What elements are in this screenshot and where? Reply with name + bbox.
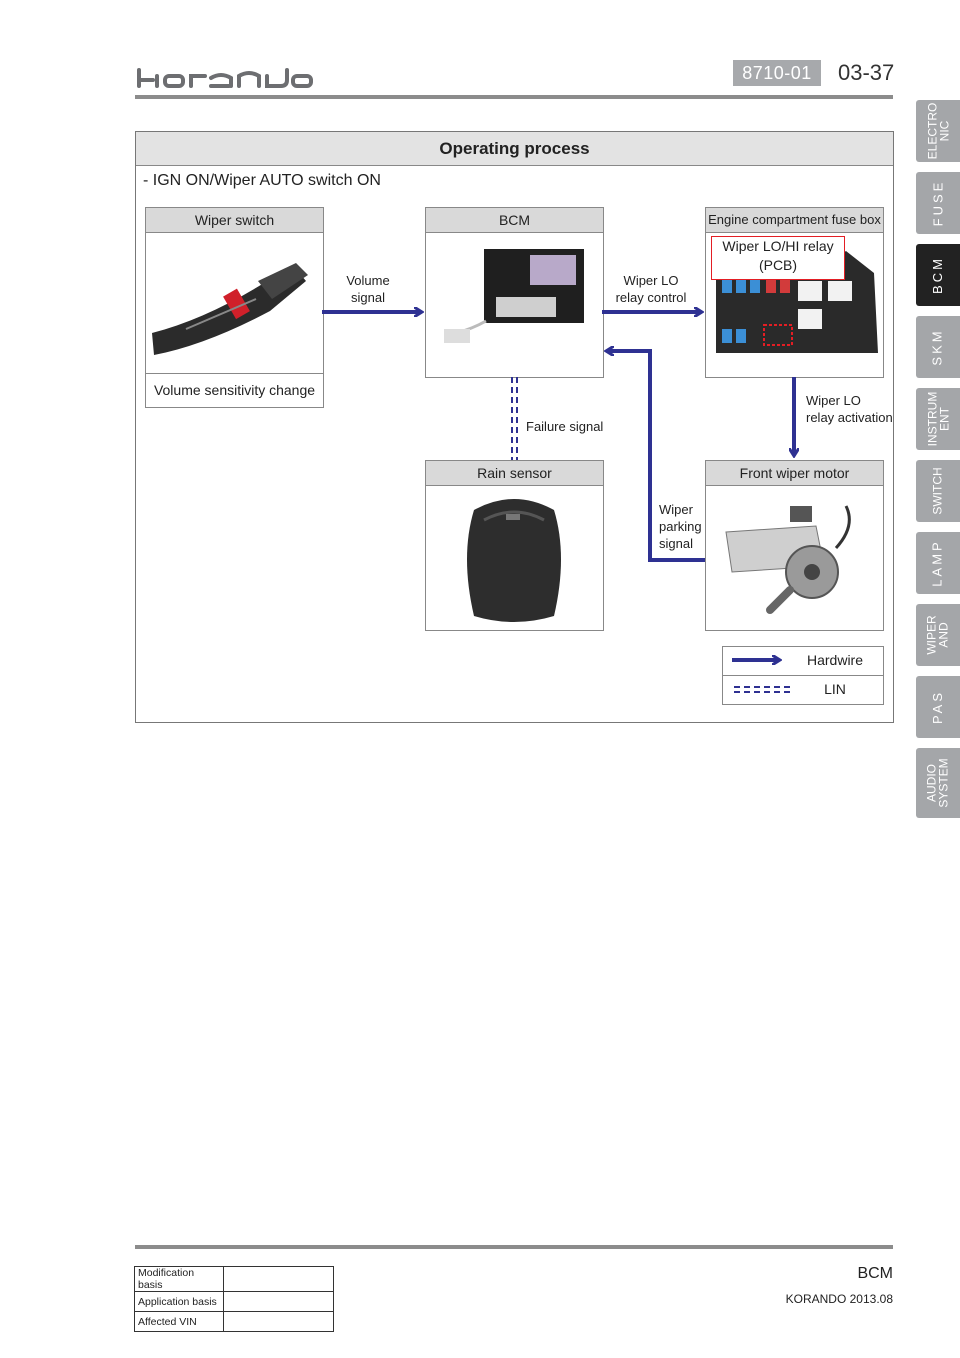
- relay-label-line1: Wiper LO/HI relay: [722, 238, 834, 254]
- tab-electronic[interactable]: ELECTRO NIC: [916, 100, 960, 162]
- relay-label-line2: (PCB): [758, 257, 798, 273]
- modification-table: Modification basis Application basis Aff…: [134, 1266, 334, 1332]
- tab-lamp[interactable]: LAMP: [916, 532, 960, 594]
- header-divider: [135, 95, 893, 99]
- wiper-motor-box: Front wiper motor: [705, 460, 884, 631]
- relay-control-label: Wiper LO relay control: [604, 272, 698, 306]
- wiper-switch-image: [152, 263, 308, 355]
- relay-activation-label: Wiper LO relay activation: [806, 392, 896, 426]
- tab-bcm[interactable]: BCM: [916, 244, 960, 306]
- table-row: Affected VIN: [134, 1311, 334, 1332]
- diagram-subtitle: - IGN ON/Wiper AUTO switch ON: [143, 172, 381, 189]
- application-basis-label: Application basis: [134, 1291, 224, 1312]
- bcm-box: BCM: [425, 207, 604, 378]
- section-code-badge: 8710-01: [733, 60, 821, 86]
- wiper-switch-title: Wiper switch: [146, 208, 323, 233]
- bcm-module-image: [444, 249, 584, 343]
- tab-fuse[interactable]: FUSE: [916, 172, 960, 234]
- footer-model-date: KORANDO 2013.08: [785, 1292, 893, 1306]
- parking-signal-line3: signal: [659, 536, 693, 551]
- parking-signal-wire: [608, 351, 705, 562]
- volume-signal-line1: Volume: [346, 273, 390, 288]
- modification-basis-value: [223, 1266, 334, 1292]
- rain-sensor-title: Rain sensor: [426, 461, 603, 486]
- wiper-motor-title: Front wiper motor: [706, 461, 883, 486]
- page-number: 03-37: [838, 60, 895, 85]
- wiper-motor-image: [725, 505, 851, 614]
- diagram-title: Operating process: [136, 132, 893, 166]
- application-basis-value: [223, 1291, 334, 1312]
- wiper-switch-caption: Volume sensitivity change: [146, 373, 323, 408]
- wiper-switch-box: Wiper switch Volume sensitivity change: [145, 207, 324, 408]
- table-row: Application basis: [134, 1291, 334, 1312]
- affected-vin-label: Affected VIN: [134, 1311, 224, 1332]
- legend-box: [722, 646, 884, 705]
- relay-control-line1: Wiper LO: [623, 273, 679, 288]
- tab-skm[interactable]: SKM: [916, 316, 960, 378]
- modification-basis-label: Modification basis: [134, 1266, 224, 1292]
- tab-audio-system[interactable]: AUDIO SYSTEM: [916, 748, 960, 818]
- tab-pas[interactable]: PAS: [916, 676, 960, 738]
- bcm-title: BCM: [426, 208, 603, 233]
- failure-signal-label: Failure signal: [526, 419, 604, 434]
- korando-logo: [137, 68, 313, 88]
- legend-lin-label: LIN: [824, 681, 846, 697]
- connection-lines: [322, 0, 960, 693]
- parking-signal-label: Wiper parking signal: [659, 501, 702, 552]
- relay-activation-line2: relay activation: [806, 410, 893, 425]
- footer-section-title: BCM: [857, 1265, 893, 1282]
- relay-highlight-callout: Wiper LO/HI relay (PCB): [711, 236, 845, 280]
- rain-sensor-image: [467, 499, 561, 622]
- tab-wiper[interactable]: WIPER AND: [916, 604, 960, 666]
- table-row: Modification basis: [134, 1266, 334, 1292]
- footer-divider: [135, 1245, 893, 1249]
- relay-control-line2: relay control: [615, 290, 687, 305]
- tab-switch[interactable]: SWITCH: [916, 460, 960, 522]
- relay-activation-line1: Wiper LO: [806, 393, 861, 408]
- tab-instrument[interactable]: INSTRUM ENT: [916, 388, 960, 450]
- volume-signal-line2: signal: [351, 290, 385, 305]
- rain-sensor-box: Rain sensor: [425, 460, 604, 631]
- volume-signal-label: Volume signal: [330, 272, 406, 306]
- fuse-box-title: Engine compartment fuse box: [706, 208, 883, 233]
- parking-signal-line1: Wiper: [659, 502, 693, 517]
- affected-vin-value: [223, 1311, 334, 1332]
- parking-signal-line2: parking: [659, 519, 702, 534]
- legend-hardwire-label: Hardwire: [806, 652, 863, 668]
